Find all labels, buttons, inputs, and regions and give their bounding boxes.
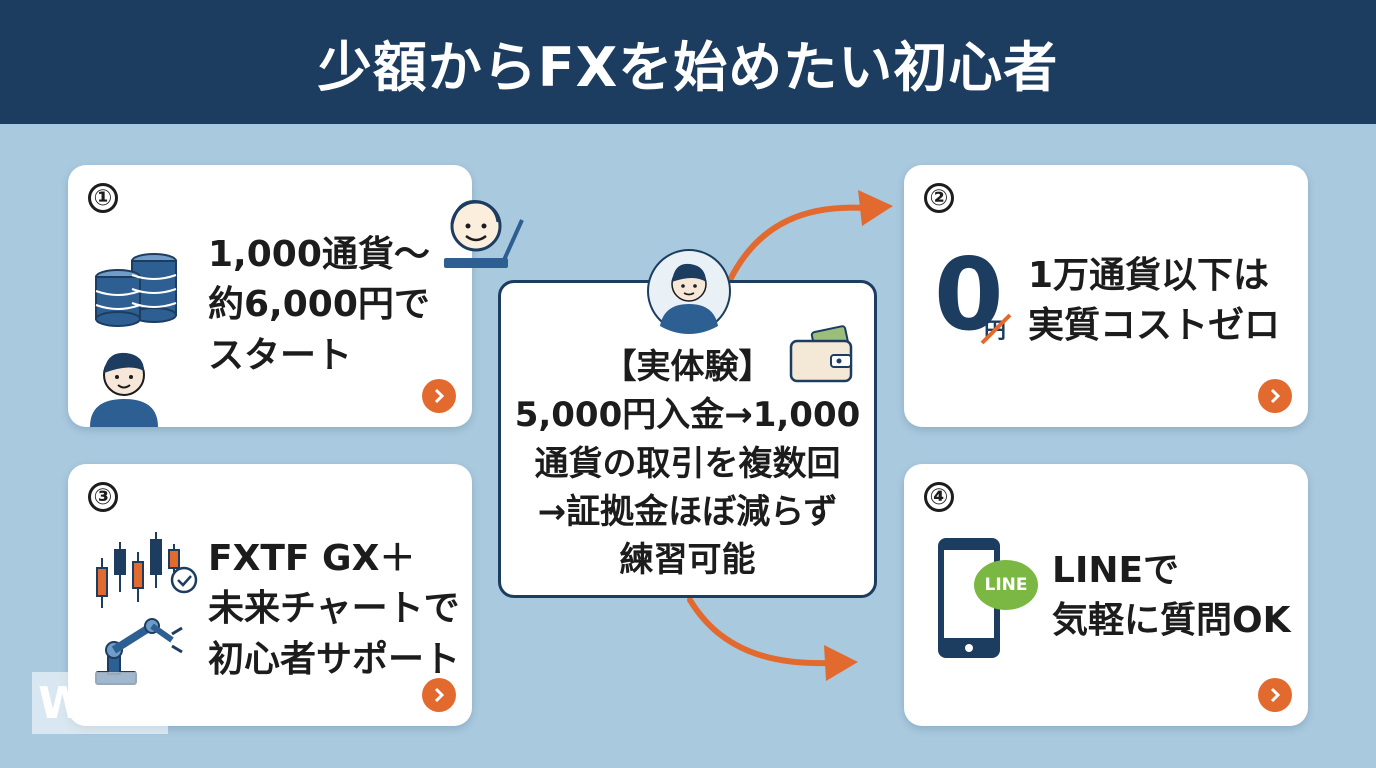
wallet-icon bbox=[789, 325, 853, 383]
page-title: 少額からFXを始めたい初心者 bbox=[317, 35, 1059, 99]
chevron-right-icon[interactable] bbox=[422, 678, 456, 712]
coin-stack-icon bbox=[95, 253, 177, 327]
watermark-logo: WOZ bbox=[32, 672, 168, 734]
chevron-right-icon[interactable] bbox=[1258, 379, 1292, 413]
header-bar: 少額からFXを始めたい初心者 bbox=[0, 0, 1376, 124]
card-text: LINEで 気軽に質問OK bbox=[1052, 550, 1291, 642]
card-text: FXTF GX＋ 未来チャートで 初心者サポート bbox=[208, 538, 461, 680]
person-icon bbox=[90, 352, 158, 427]
laptop-person-icon bbox=[444, 199, 524, 268]
card-line-support: ④ LINE LINEで 気軽に質問OK bbox=[904, 464, 1308, 726]
arrow-down-icon bbox=[687, 597, 858, 681]
candlestick-chart-icon bbox=[96, 532, 198, 608]
arrow-up-icon bbox=[727, 190, 893, 283]
card-number: ① bbox=[88, 183, 118, 213]
chevron-right-icon[interactable] bbox=[1258, 678, 1292, 712]
line-badge: LINE bbox=[974, 560, 1038, 610]
card-zero-cost: ② 0 円 1万通貨以下は 実質コストゼロ bbox=[904, 165, 1308, 427]
person-icon bbox=[647, 249, 731, 334]
card-text: 1,000通貨〜 約6,000円で スタート bbox=[208, 234, 430, 376]
zero-yen-graphic: 0 bbox=[934, 236, 1004, 353]
experience-text: 【実体験】 5,000円入金→1,000 通貨の取引を複数回 →証拠金ほぼ減らず… bbox=[514, 347, 861, 581]
card-small-start: ① 1,000通貨〜 約6,000円で スタート bbox=[68, 165, 472, 427]
card-number: ③ bbox=[88, 482, 118, 512]
chevron-right-icon[interactable] bbox=[422, 379, 456, 413]
strike-icon bbox=[980, 313, 1012, 345]
card-text: 1万通貨以下は 実質コストゼロ bbox=[1028, 255, 1281, 347]
card-number: ④ bbox=[924, 482, 954, 512]
card-number: ② bbox=[924, 183, 954, 213]
